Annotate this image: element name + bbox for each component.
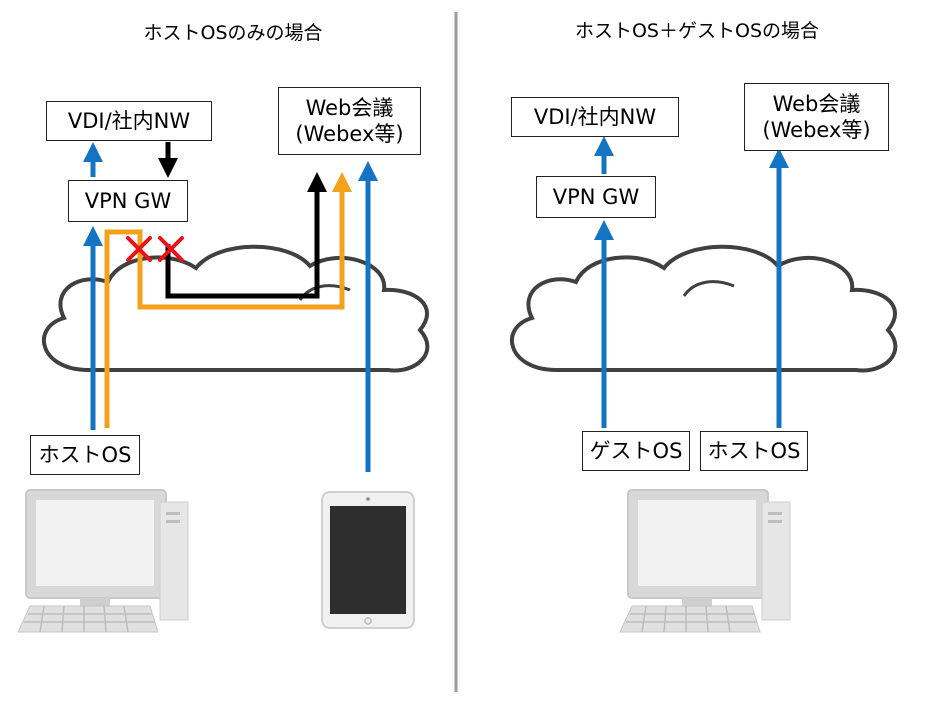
host-os-box: ホストOS [700, 431, 808, 471]
vdi-box: VDI/社内NW [46, 101, 212, 141]
desktop-computer-icon [17, 489, 189, 633]
web-conference-label: Web会議 [305, 95, 394, 120]
desktop-computer-icon [619, 489, 791, 633]
vdi-box: VDI/社内NW [511, 97, 679, 137]
red-x-icon [126, 236, 152, 262]
web-conference-box: Web会議 (Webex等) [744, 83, 889, 151]
web-conference-label: Web会議 [772, 91, 861, 116]
cloud-inner-line [682, 280, 735, 297]
guest-os-box: ゲストOS [582, 431, 690, 471]
tablet-icon [321, 491, 415, 629]
web-conference-sublabel: (Webex等) [762, 118, 871, 142]
cloud-icon [509, 244, 898, 373]
vpn-gw-box: VPN GW [68, 180, 188, 222]
orange-path [104, 172, 352, 428]
web-conference-sublabel: (Webex等) [295, 122, 404, 146]
red-x-icon [158, 236, 184, 262]
web-conference-box: Web会議 (Webex等) [278, 87, 421, 155]
left-panel-title: ホストOSのみの場合 [143, 22, 323, 44]
vpn-gw-box: VPN GW [536, 176, 656, 218]
black-path [165, 172, 327, 299]
right-panel-title: ホストOS＋ゲストOSの場合 [574, 20, 820, 42]
host-os-box: ホストOS [30, 435, 140, 475]
